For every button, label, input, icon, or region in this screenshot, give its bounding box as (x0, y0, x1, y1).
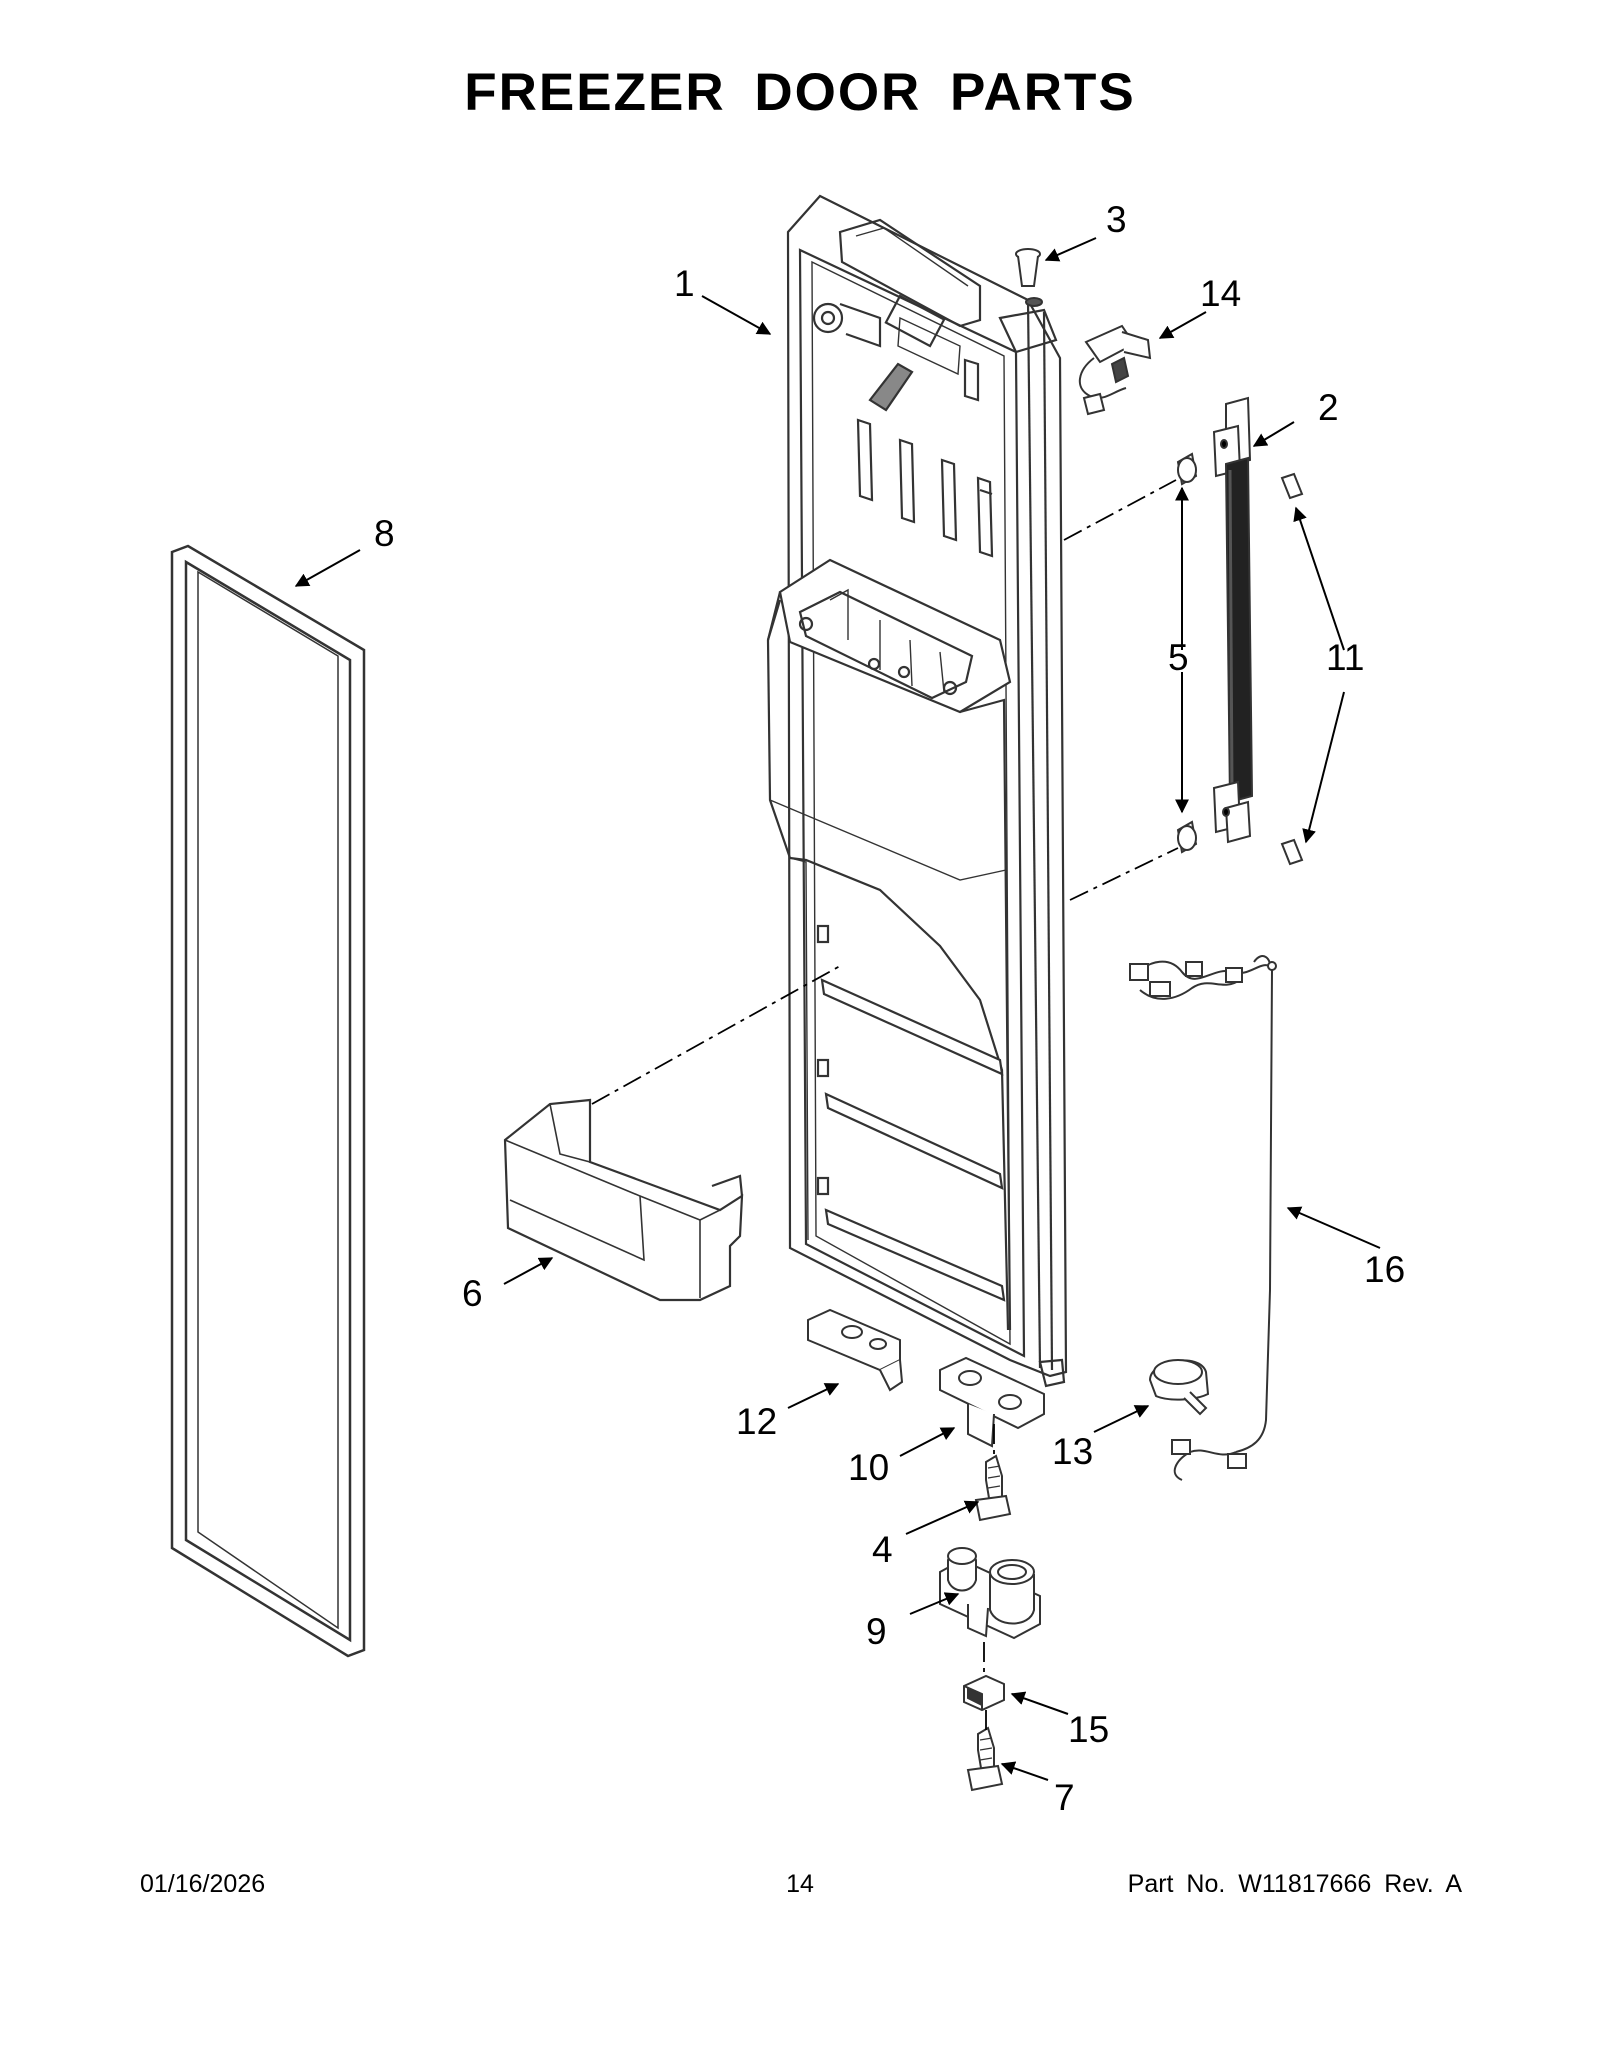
hinge-bracket-left (807, 1308, 904, 1392)
leader-arrows (294, 237, 1381, 1781)
alignment-lines (591, 479, 1179, 1730)
cap-plug (1015, 248, 1043, 307)
screw-lower (966, 1726, 1004, 1792)
callout-9: 9 (866, 1611, 887, 1652)
callout-labels: 1 2 3 4 5 6 7 8 9 10 11 12 13 14 15 16 (374, 199, 1405, 1818)
footer-part-number: Part No. W11817666 Rev. A (1127, 1870, 1462, 1898)
callout-11: 11 (1326, 637, 1364, 678)
set-screws (1280, 472, 1304, 866)
callout-14: 14 (1200, 273, 1241, 314)
callout-13: 13 (1052, 1431, 1093, 1472)
wire-harness (1129, 955, 1277, 1481)
callout-16: 16 (1364, 1249, 1405, 1290)
hinge-pin-bracket (939, 1547, 1041, 1640)
callout-4: 4 (872, 1529, 893, 1570)
cam-block (963, 1674, 1005, 1712)
callout-6: 6 (462, 1273, 483, 1314)
footer-page-number: 14 (786, 1870, 814, 1898)
footer-date: 01/16/2026 (140, 1870, 266, 1898)
screw-upper (974, 1454, 1012, 1522)
callout-3: 3 (1106, 199, 1127, 240)
callout-12: 12 (736, 1401, 777, 1442)
callout-5: 5 (1168, 637, 1189, 678)
callout-8: 8 (374, 513, 395, 554)
door-bin (503, 1098, 744, 1302)
hinge-plate (939, 1356, 1045, 1448)
door-gasket (170, 544, 366, 1658)
wire-connector (1079, 324, 1152, 416)
callout-1: 1 (674, 263, 695, 304)
door-handle (1212, 396, 1254, 844)
handle-studs (1176, 452, 1198, 854)
callout-15: 15 (1068, 1709, 1109, 1750)
page-title: FREEZER DOOR PARTS (464, 63, 1136, 122)
door-liner (766, 194, 1068, 1388)
callout-10: 10 (848, 1447, 889, 1488)
callout-7: 7 (1054, 1777, 1075, 1818)
callout-2: 2 (1318, 387, 1339, 428)
cable-clip (1148, 1359, 1210, 1416)
